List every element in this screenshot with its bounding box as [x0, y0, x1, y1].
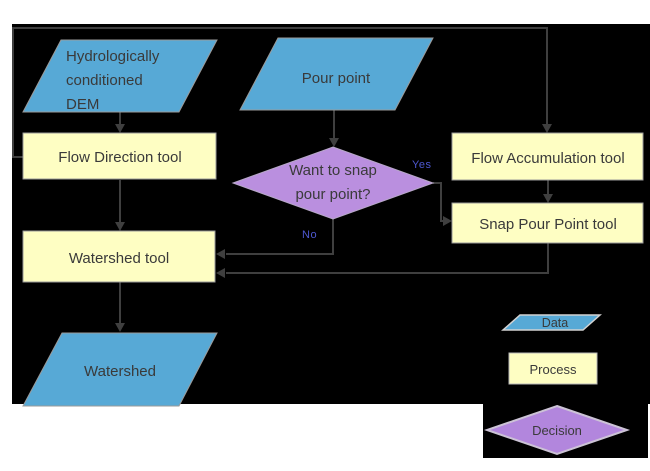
node-snap-pour-point-rect [451, 202, 644, 244]
node-labels: Hydrologically conditioned DEM Pour poin… [58, 48, 624, 438]
legend-decision-label: Decision [532, 423, 582, 438]
arrowhead-down-icon [543, 194, 553, 203]
node-flow-accumulation-rect [451, 132, 644, 181]
dem-label-line3: DEM [66, 96, 99, 113]
flow-accumulation-label: Flow Accumulation tool [471, 150, 624, 167]
arrowhead-left-icon [216, 268, 225, 278]
edge-flowdirection-to-flowaccumulation [12, 27, 548, 158]
node-pour-point-parallelogram [239, 37, 434, 111]
legend-decision-diamond [483, 404, 631, 456]
legend-process-label: Process [530, 362, 577, 377]
edge-labels: Yes No [302, 159, 431, 241]
yes-edge-label: Yes [412, 159, 431, 171]
arrowhead-right-icon [443, 216, 452, 226]
snap-decision-label-line1: Want to snap [289, 162, 377, 179]
node-dem-parallelogram [22, 39, 218, 113]
node-watershed-tool-rect [22, 230, 216, 283]
node-snap-decision-diamond [231, 146, 435, 220]
snap-pour-point-label: Snap Pour Point tool [479, 216, 617, 233]
flow-direction-label: Flow Direction tool [58, 149, 181, 166]
arrowhead-down-icon [329, 138, 339, 147]
watershed-tool-label: Watershed tool [69, 250, 169, 267]
arrowhead-down-icon [115, 124, 125, 133]
watershed-label: Watershed [84, 363, 156, 380]
dem-label-line1: Hydrologically [66, 48, 160, 65]
legend-process-rect [508, 352, 598, 385]
no-edge-label: No [302, 229, 317, 241]
edge-snappourpoint-to-watershedtool [226, 243, 549, 274]
snap-decision-label-line2: pour point? [295, 186, 370, 203]
node-flow-direction-rect [22, 132, 217, 180]
connector-lines [12, 27, 549, 325]
arrowhead-down-icon [115, 323, 125, 332]
legend-data-label: Data [542, 316, 568, 330]
node-watershed-parallelogram [22, 332, 218, 407]
legend-data-parallelogram [501, 314, 602, 331]
edge-decision-no-to-watershedtool [226, 219, 334, 255]
pour-point-label: Pour point [302, 70, 371, 87]
arrowhead-down-icon [542, 124, 552, 133]
arrowheads [115, 124, 553, 332]
arrowhead-down-icon [115, 222, 125, 231]
dem-label-line2: conditioned [66, 72, 143, 89]
edge-decision-yes-to-snappourpoint [433, 182, 444, 222]
arrowhead-left-icon [216, 249, 225, 259]
